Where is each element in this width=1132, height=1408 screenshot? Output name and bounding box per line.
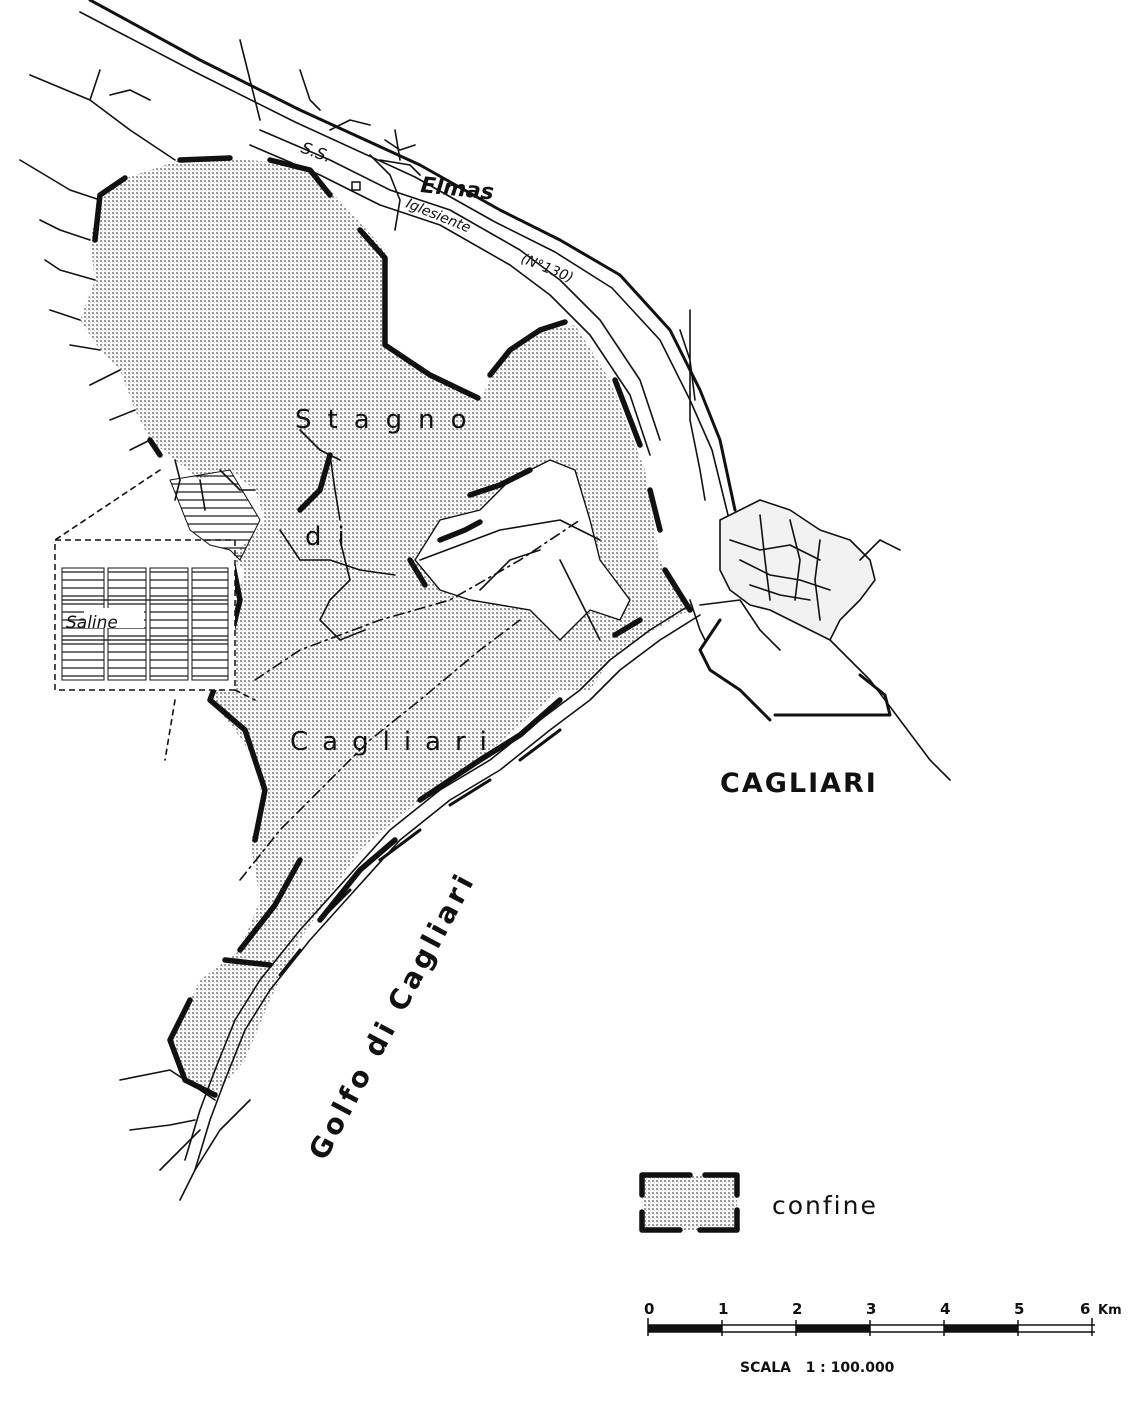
coastal-road bbox=[184, 604, 701, 1171]
scale-tick-6: 6 bbox=[1080, 1300, 1090, 1318]
label-road-number: (N°130) bbox=[519, 251, 576, 286]
dash-dot-line-2 bbox=[239, 619, 521, 881]
scale-unit: Km bbox=[1098, 1303, 1122, 1318]
dash-dot-line bbox=[254, 519, 581, 681]
island-east bbox=[414, 459, 631, 641]
label-stagno: Stagno bbox=[295, 405, 483, 435]
legend: confine bbox=[639, 1172, 878, 1233]
road-ss130 bbox=[79, 0, 737, 516]
scale-tick-0: 0 bbox=[644, 1300, 654, 1318]
label-city-cagliari: CAGLIARI bbox=[720, 768, 878, 799]
boundary-lines bbox=[92, 155, 693, 1098]
legend-label: confine bbox=[772, 1191, 878, 1220]
label-di: di bbox=[305, 522, 361, 552]
cagliari-city bbox=[679, 309, 951, 781]
elmas-village bbox=[351, 129, 421, 231]
scale-tick-2: 2 bbox=[792, 1300, 802, 1318]
label-elmas: Elmas bbox=[419, 173, 495, 206]
lagoon-area bbox=[80, 160, 690, 1095]
saline-salt-pans bbox=[54, 469, 261, 761]
label-saline: Saline bbox=[66, 613, 118, 633]
coastline-rivers bbox=[19, 39, 601, 1201]
label-cagliari-lagoon: Cagliari bbox=[290, 727, 501, 757]
scale-text: SCALA 1 : 100.000 bbox=[740, 1360, 895, 1376]
scale-tick-1: 1 bbox=[718, 1300, 728, 1318]
label-road-ss: S.S. bbox=[299, 138, 334, 166]
scale-tick-5: 5 bbox=[1014, 1300, 1024, 1318]
scale-bar: 0 1 2 3 4 5 6 Km SCALA 1 : 100.000 bbox=[644, 1300, 1122, 1376]
scale-tick-4: 4 bbox=[940, 1300, 950, 1318]
scale-tick-3: 3 bbox=[866, 1300, 876, 1318]
legend-swatch bbox=[642, 1175, 737, 1230]
